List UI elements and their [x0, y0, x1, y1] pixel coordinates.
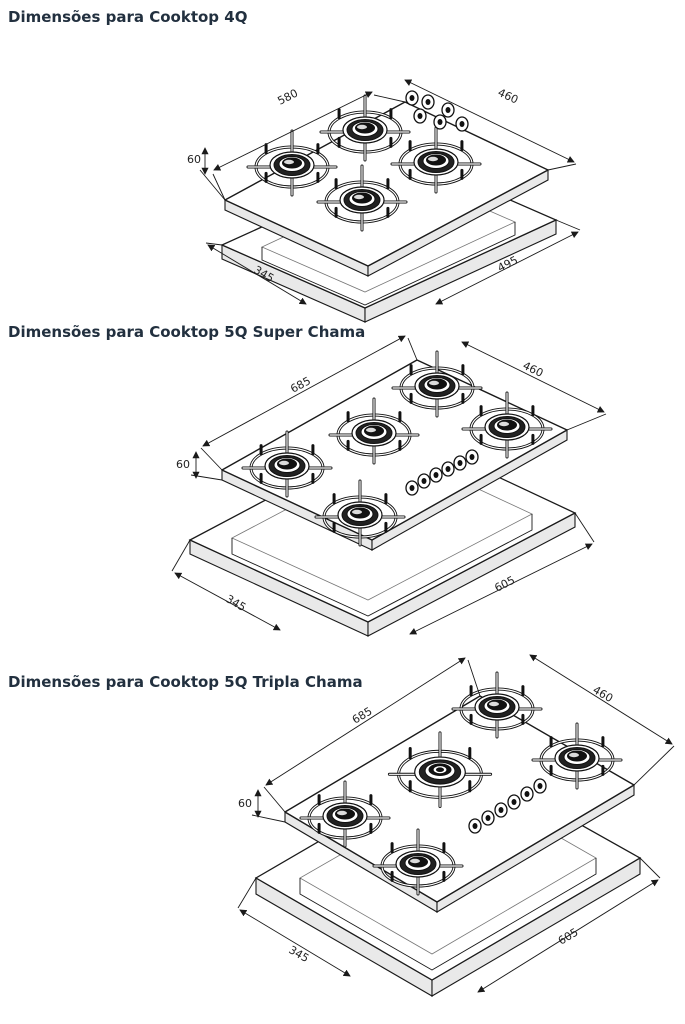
burner-icon: [372, 828, 464, 896]
knob-icon: [433, 114, 447, 130]
burner-grates-5q-super: [241, 350, 553, 547]
dim-height-5q-super: 60: [176, 458, 190, 471]
knob-icon: [520, 786, 534, 802]
knob-icon: [405, 480, 419, 496]
section-title-4q: Dimensões para Cooktop 4Q: [8, 8, 248, 26]
knob-icon: [494, 802, 508, 818]
dim-depth-4q: 460: [496, 86, 521, 107]
knob-icon: [468, 818, 482, 834]
knob-icon: [455, 116, 469, 132]
knob-icon: [413, 108, 427, 124]
burner-icon: [241, 430, 333, 498]
knob-icon: [533, 778, 547, 794]
knob-icon: [481, 810, 495, 826]
burner-icon: [299, 780, 391, 848]
dim-cut-width-5q-tripla: 605: [556, 926, 581, 948]
knob-icon: [507, 794, 521, 810]
dimension-lines-5q-tripla: [237, 654, 675, 993]
knob-icon: [421, 94, 435, 110]
knob-icon: [417, 473, 431, 489]
burner-icon: [461, 391, 553, 459]
diagram-cooktop-4q: 580 460 60 345 495: [187, 79, 581, 323]
dim-width-4q: 580: [275, 87, 300, 108]
dim-cut-depth-5q-tripla: 345: [287, 943, 312, 965]
diagram-cooktop-5q-super-chama: 685 460 60 345 605: [171, 335, 607, 637]
dim-cut-width-5q-super: 605: [492, 574, 517, 595]
dimension-lines-4q: [199, 79, 581, 305]
knob-icon: [405, 90, 419, 106]
knob-icon: [465, 449, 479, 465]
knob-icon: [441, 102, 455, 118]
dim-height-5q-tripla: 60: [238, 797, 252, 810]
burner-icon: [316, 164, 408, 232]
dim-depth-5q-tripla: 460: [591, 683, 616, 705]
knob-icon: [441, 461, 455, 477]
dimension-lines-5q-super: [171, 335, 607, 635]
knob-icon: [429, 467, 443, 483]
knob-icon: [453, 455, 467, 471]
burner-icon: [314, 479, 406, 547]
diagram-cooktop-5q-tripla-chama: 685 460 60 345 605: [237, 654, 675, 997]
dim-height-4q: 60: [187, 153, 201, 166]
